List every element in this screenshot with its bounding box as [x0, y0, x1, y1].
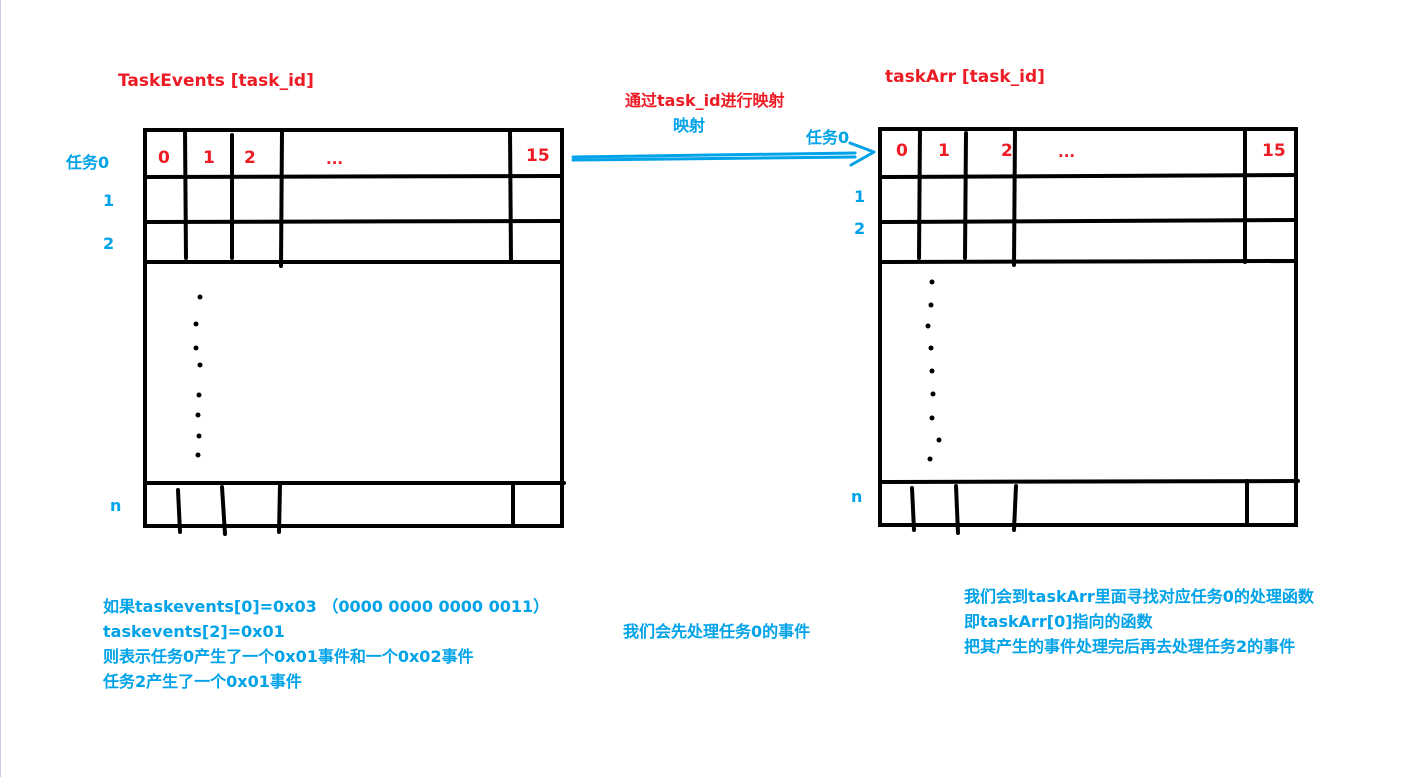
left-note-line-3: 则表示任务0产生了一个0x01事件和一个0x02事件: [103, 647, 474, 666]
right-header-cell-ellipsis: ...: [1058, 143, 1076, 161]
right-header-cell-0: 0: [896, 141, 908, 161]
left-header-cell-15: 15: [526, 146, 550, 166]
left-note-line-1: 如果taskevents[0]=0x03 （0000 0000 0000 001…: [103, 597, 550, 616]
right-note-line-3: 把其产生的事件处理完后再去处理任务2的事件: [964, 637, 1296, 656]
right-note-line-1: 我们会到taskArr里面寻找对应任务0的处理函数: [964, 587, 1314, 606]
mapping-label: 通过task_id进行映射: [625, 91, 785, 110]
left-header-cell-2: 2: [244, 148, 256, 168]
left-table-title: TaskEvents [task_id]: [118, 71, 314, 91]
left-header-cell-ellipsis: ...: [326, 150, 344, 168]
left-note: 如果taskevents[0]=0x03 （0000 0000 0000 001…: [103, 594, 549, 694]
right-header-cell-15: 15: [1262, 141, 1286, 161]
left-row-label-n: n: [110, 496, 122, 515]
mapping-arrow: [571, 141, 876, 167]
right-note: 我们会到taskArr里面寻找对应任务0的处理函数 即taskArr[0]指向的…: [964, 584, 1314, 659]
right-header-cell-1: 1: [938, 141, 950, 161]
right-row-label-1: 1: [854, 187, 866, 206]
right-note-line-2: 即taskArr[0]指向的函数: [964, 612, 1153, 631]
middle-note: 我们会先处理任务0的事件: [623, 622, 811, 641]
arrow-target-label-task0: 任务0: [806, 128, 850, 147]
left-note-line-4: 任务2产生了一个0x01事件: [103, 672, 302, 691]
right-row-label-2: 2: [854, 219, 866, 238]
right-table-grid: [878, 127, 1300, 535]
left-table-ellipsis-dots: [193, 294, 203, 458]
left-header-cell-0: 0: [158, 148, 170, 168]
left-row-label-1: 1: [103, 191, 115, 210]
left-header-cell-1: 1: [203, 148, 215, 168]
right-table-title: taskArr [task_id]: [885, 67, 1045, 87]
mapping-sub-label: 映射: [673, 116, 706, 135]
canvas-left-border: [0, 0, 1, 777]
left-row-label-2: 2: [103, 234, 115, 253]
right-header-cell-2: 2: [1001, 141, 1013, 161]
left-table-grid: [143, 128, 566, 536]
right-row-label-n: n: [851, 487, 863, 506]
left-row-label-task0: 任务0: [66, 153, 110, 172]
right-table-ellipsis-dots: [925, 279, 942, 462]
left-note-line-2: taskevents[2]=0x01: [103, 622, 285, 641]
